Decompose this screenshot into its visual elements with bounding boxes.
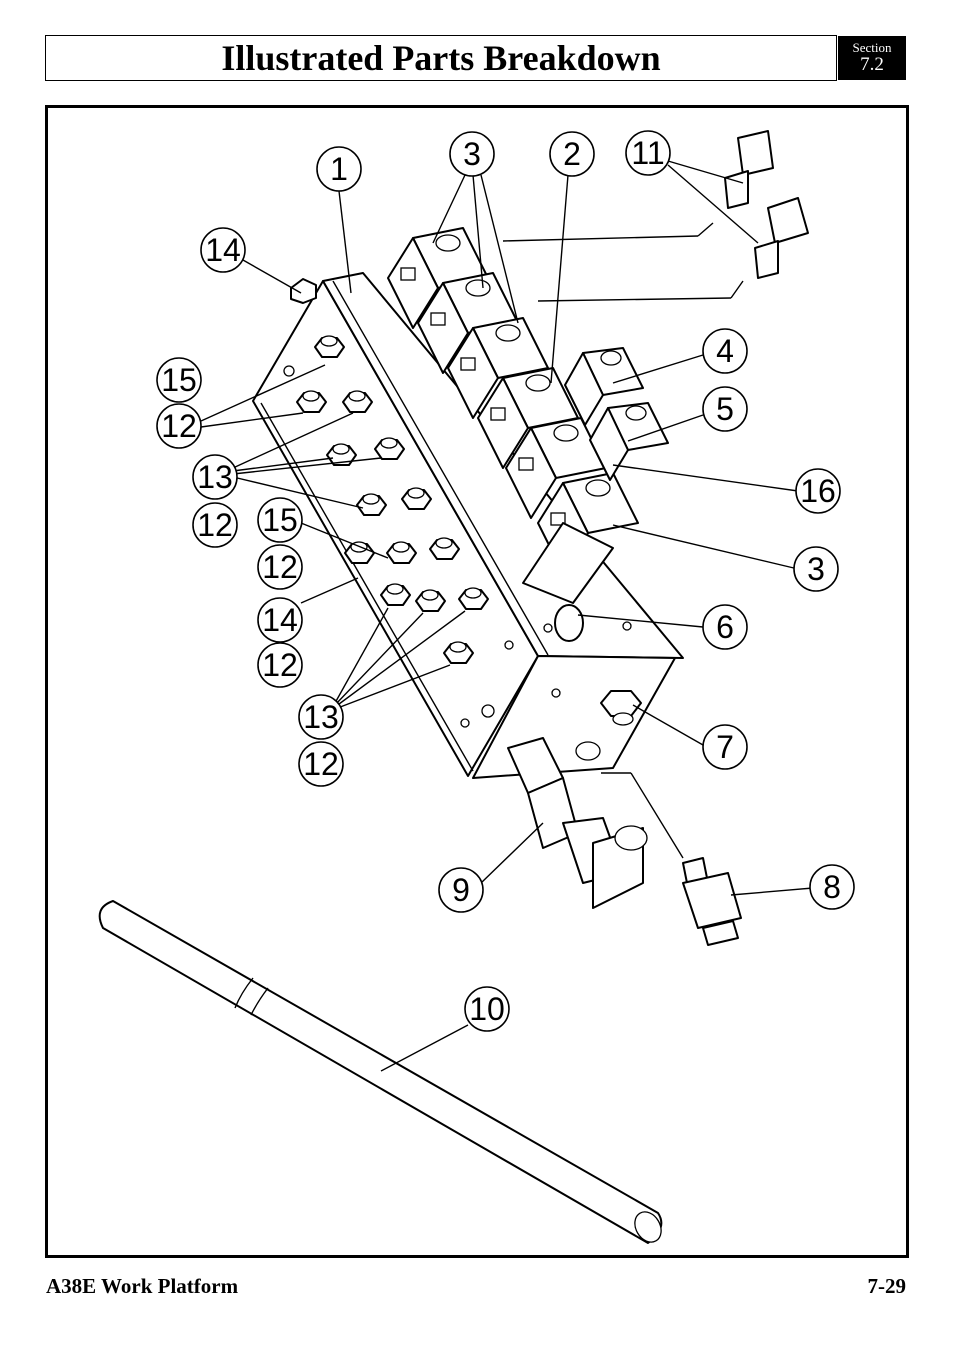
footer-page-number: 7-29 <box>867 1274 907 1298</box>
fitting <box>296 390 327 413</box>
svg-text:10: 10 <box>469 991 505 1027</box>
callout-7: 7 <box>702 724 748 770</box>
callout-3-right: 3 <box>793 546 839 592</box>
callout-3-top: 3 <box>449 131 495 177</box>
callout-5: 5 <box>702 386 748 432</box>
callout-6: 6 <box>702 604 748 650</box>
fitting <box>386 541 417 564</box>
parts-figure: 1 2 3 3 4 5 6 7 8 9 10 11 12 12 12 12 12… <box>45 105 909 1258</box>
callout-10: 10 <box>464 986 510 1032</box>
svg-text:12: 12 <box>262 647 298 683</box>
valve <box>447 317 549 419</box>
callout-11: 11 <box>625 130 671 176</box>
svg-text:8: 8 <box>823 869 841 905</box>
svg-text:9: 9 <box>452 872 470 908</box>
fitting-7 <box>600 690 642 726</box>
svg-text:1: 1 <box>330 151 348 187</box>
fitting <box>429 537 460 560</box>
section-label: Section <box>852 40 892 55</box>
valve <box>589 402 669 481</box>
fitting <box>443 641 474 664</box>
exploded-view-drawing: 1 2 3 3 4 5 6 7 8 9 10 11 12 12 12 12 12… <box>98 130 855 1244</box>
plug-14-top <box>290 278 317 304</box>
fitting <box>356 493 387 516</box>
callout-4: 4 <box>702 328 748 374</box>
callout-9: 9 <box>438 867 484 913</box>
svg-text:12: 12 <box>262 549 298 585</box>
svg-text:16: 16 <box>800 473 836 509</box>
svg-text:14: 14 <box>205 232 241 268</box>
svg-text:12: 12 <box>161 408 197 444</box>
title-box: Illustrated Parts Breakdown <box>45 35 837 81</box>
callout-13-a: 13 <box>192 454 238 500</box>
callout-12-a: 12 <box>156 403 202 449</box>
callout-12-b: 12 <box>192 502 238 548</box>
tube-10 <box>98 900 663 1244</box>
leader-lines <box>200 160 814 1072</box>
callout-13-b: 13 <box>298 694 344 740</box>
fitting <box>326 443 357 466</box>
svg-text:5: 5 <box>716 391 734 427</box>
valve <box>417 272 519 374</box>
svg-text:15: 15 <box>262 502 298 538</box>
callout-12-e: 12 <box>298 741 344 787</box>
svg-text:14: 14 <box>262 602 298 638</box>
svg-text:12: 12 <box>197 507 233 543</box>
svg-text:4: 4 <box>716 333 734 369</box>
pressure-switch-11 <box>502 130 809 302</box>
callout-2: 2 <box>549 131 595 177</box>
svg-text:13: 13 <box>197 459 233 495</box>
fitting <box>458 587 489 610</box>
svg-text:3: 3 <box>807 551 825 587</box>
callout-15-a: 15 <box>156 357 202 403</box>
fitting <box>342 390 373 413</box>
svg-text:6: 6 <box>716 609 734 645</box>
fitting <box>401 487 432 510</box>
fitting-8 <box>682 857 742 946</box>
callout-15-b: 15 <box>257 497 303 543</box>
valve <box>477 367 579 469</box>
footer-product-name: A38E Work Platform <box>46 1274 239 1298</box>
svg-text:3: 3 <box>463 136 481 172</box>
valve-stack <box>387 227 669 604</box>
callout-16: 16 <box>795 468 841 514</box>
section-number: 7.2 <box>860 54 884 75</box>
svg-text:7: 7 <box>716 729 734 765</box>
valve <box>505 417 607 519</box>
fitting <box>415 589 446 612</box>
section-badge: Section 7.2 <box>838 36 906 80</box>
callout-1: 1 <box>316 146 362 192</box>
sensor-9 <box>507 737 684 909</box>
page-header: Illustrated Parts Breakdown Section 7.2 <box>45 35 907 81</box>
fitting <box>374 437 405 460</box>
valve <box>387 227 489 329</box>
callout-12-d: 12 <box>257 642 303 688</box>
page-title: Illustrated Parts Breakdown <box>221 38 661 78</box>
svg-text:2: 2 <box>563 136 581 172</box>
svg-text:12: 12 <box>303 746 339 782</box>
fitting <box>380 583 411 606</box>
callout-14-b: 14 <box>257 597 303 643</box>
callout-8: 8 <box>809 864 855 910</box>
svg-text:13: 13 <box>303 699 339 735</box>
svg-text:11: 11 <box>631 135 664 171</box>
svg-text:15: 15 <box>161 362 197 398</box>
valve <box>564 347 644 426</box>
callout-14-a: 14 <box>200 227 246 273</box>
fitting-6 <box>554 604 584 642</box>
fitting <box>314 335 345 358</box>
callout-12-c: 12 <box>257 544 303 590</box>
